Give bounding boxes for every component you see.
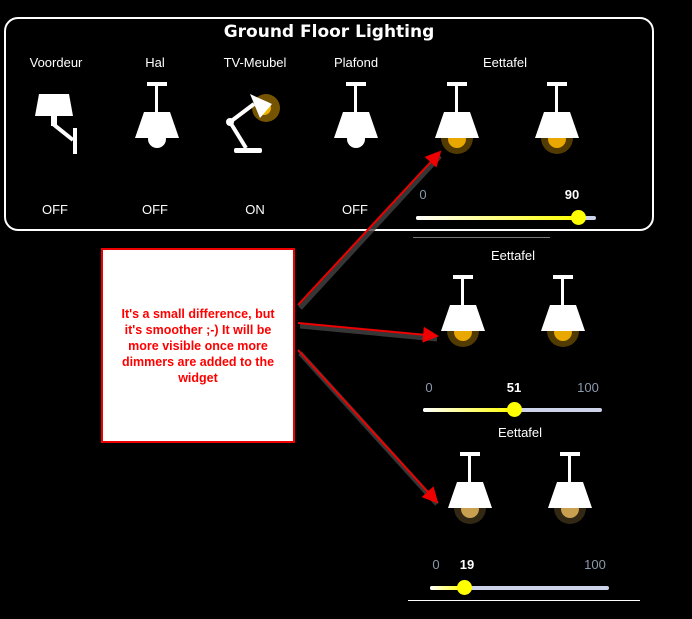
divider: [408, 600, 640, 601]
variant2-label-eettafel: Eettafel: [490, 248, 536, 263]
pendant-lamp-icon[interactable]: [527, 82, 587, 159]
wall-lamp-icon[interactable]: [33, 92, 83, 161]
pendant-lamp-icon[interactable]: [326, 82, 386, 159]
light-label-tv-meubel: TV-Meubel: [223, 55, 287, 70]
state-plafond: OFF: [342, 202, 368, 217]
arrow-to-variant3: [297, 349, 439, 504]
state-hal: OFF: [142, 202, 168, 217]
annotation-note: It's a small difference, but it's smooth…: [101, 248, 295, 443]
desk-lamp-icon[interactable]: [220, 86, 284, 161]
widget-title: Ground Floor Lighting: [223, 22, 435, 42]
arrow-to-original: [297, 150, 442, 306]
arrow-to-variant2: [297, 322, 439, 343]
dimmer-slider[interactable]: [416, 210, 596, 225]
slider-max-label: 100: [577, 380, 599, 395]
slider-thumb[interactable]: [507, 402, 523, 417]
pendant-lamp-icon[interactable]: [427, 82, 487, 159]
slider-fill: [416, 216, 578, 220]
pendant-lamp-icon[interactable]: [127, 82, 187, 159]
slider-fill: [430, 586, 464, 590]
slider-min-label: 0: [425, 380, 433, 395]
pendant-lamp-icon[interactable]: [440, 452, 500, 529]
pendant-lamp-icon[interactable]: [433, 275, 493, 352]
slider-thumb[interactable]: [457, 580, 472, 595]
state-voordeur: OFF: [42, 202, 68, 217]
pendant-lamp-icon[interactable]: [540, 452, 600, 529]
dimmer-slider[interactable]: [430, 580, 609, 595]
slider-thumb[interactable]: [571, 210, 586, 225]
pendant-lamp-icon[interactable]: [533, 275, 593, 352]
slider-fill: [423, 408, 515, 412]
light-label-eettafel: Eettafel: [482, 55, 528, 70]
dimmer-slider[interactable]: [423, 402, 602, 417]
lighting-widget-panel: [4, 17, 654, 231]
slider-min-label: 0: [432, 557, 440, 572]
light-label-voordeur: Voordeur: [29, 55, 83, 70]
slider-value-label: 19: [459, 557, 475, 572]
light-label-plafond: Plafond: [333, 55, 379, 70]
slider-max-label: 100: [584, 557, 606, 572]
state-tv-meubel: ON: [245, 202, 265, 217]
light-label-hal: Hal: [145, 55, 165, 70]
slider-value-label: 51: [506, 380, 522, 395]
slider-value-label: 90: [564, 187, 580, 202]
variant3-label-eettafel: Eettafel: [497, 425, 543, 440]
divider: [413, 237, 550, 238]
slider-min-label: 0: [419, 187, 427, 202]
